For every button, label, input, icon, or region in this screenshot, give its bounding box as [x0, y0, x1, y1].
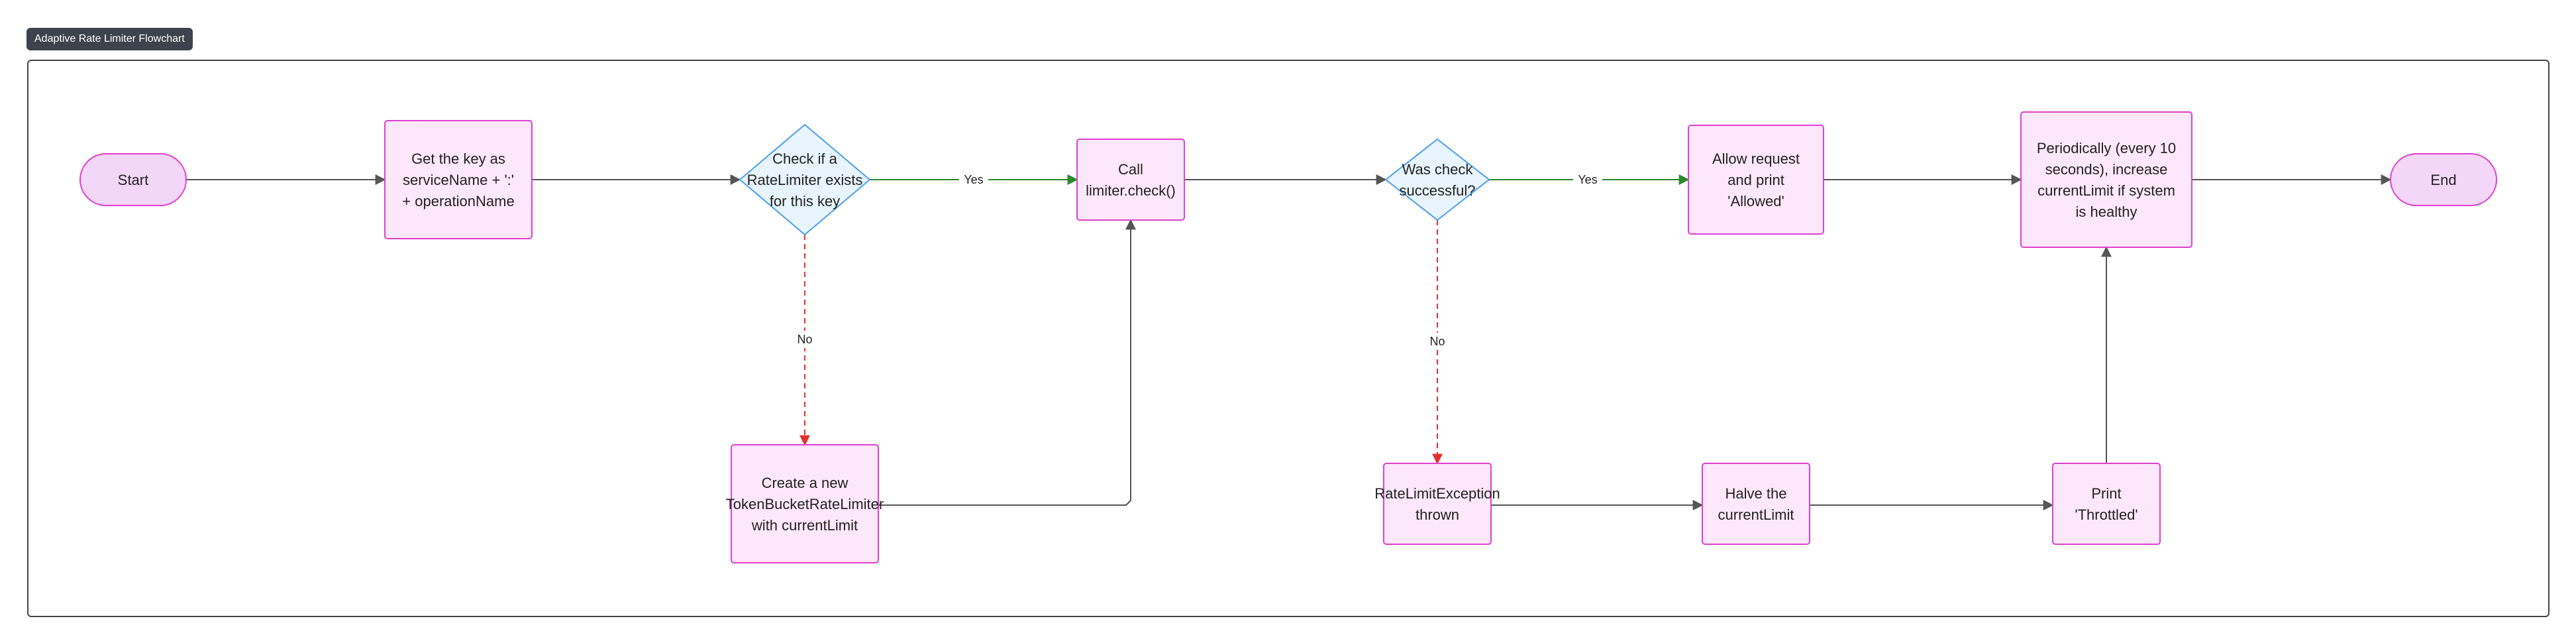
node-label-line: is healthy: [2076, 204, 2138, 220]
node-call-check: Call limiter.check(): [1076, 139, 1185, 221]
node-get-key: Get the key as serviceName + ':' + operati…: [384, 120, 533, 239]
terminal-shape: [2390, 153, 2497, 206]
process-shape: [1383, 463, 1492, 545]
node-label-line: and print: [1727, 172, 1784, 188]
node-label-line: Check if a: [772, 150, 838, 167]
node-label-line: Was check: [1402, 161, 1474, 178]
nodes-layer: Start Get the key as serviceName + ':' + op…: [79, 111, 2497, 563]
node-label-line: currentLimit if system: [2037, 182, 2175, 199]
edge-label-yes: Yes: [964, 173, 983, 186]
node-label-line: seconds), increase: [2045, 161, 2168, 178]
node-label-line: Create a new: [762, 475, 849, 491]
node-label-line: serviceName + ':': [403, 172, 514, 188]
node-periodically: Periodically (every 10 seconds), increase…: [2020, 111, 2192, 248]
edge-label-no: No: [1429, 335, 1445, 348]
node-allow: Allow request and print 'Allowed': [1688, 125, 1824, 235]
node-label-line: Get the key as: [411, 150, 505, 167]
process-shape: [384, 120, 533, 239]
node-label-line: RateLimiter exists: [747, 172, 863, 188]
diagram-frame: [27, 60, 2550, 617]
decision-shape: [1385, 139, 1490, 221]
node-label-line: Start: [118, 172, 148, 188]
node-label-line: for this key: [770, 193, 840, 209]
decision-shape: [739, 124, 870, 235]
node-label-line: End: [2430, 172, 2456, 188]
node-label-line: limiter.check(): [1086, 182, 1176, 199]
node-print-throttled: Print 'Throttled': [2052, 463, 2161, 545]
node-check-exists: Check if a RateLimiter exists for this key: [739, 124, 870, 235]
terminal-shape: [79, 153, 187, 206]
diagram-title: Adaptive Rate Limiter Flowchart: [26, 28, 193, 50]
node-label-line: RateLimitException: [1374, 485, 1500, 502]
edge-label-background: [790, 331, 819, 348]
edge-label-background: [1573, 171, 1602, 188]
process-shape: [1076, 139, 1185, 221]
process-shape: [731, 444, 879, 563]
process-shape: [2020, 111, 2192, 248]
edge-label-yes: Yes: [1578, 173, 1597, 186]
node-halve: Halve the currentLimit: [1702, 463, 1810, 545]
edge-label-background: [1423, 333, 1452, 350]
node-label-line: Halve the: [1726, 485, 1787, 502]
process-shape: [2052, 463, 2161, 545]
node-label-line: 'Throttled': [2075, 506, 2138, 523]
node-label-line: TokenBucketRateLimiter: [726, 496, 884, 512]
node-label-line: 'Allowed': [1727, 193, 1784, 209]
node-start: Start: [79, 153, 187, 206]
node-was-successful: Was check successful?: [1385, 139, 1490, 221]
node-label-line: Allow request: [1712, 150, 1800, 167]
edge-label-background: [959, 171, 988, 188]
edge-label-no: No: [797, 333, 812, 346]
node-label-line: successful?: [1400, 182, 1476, 199]
process-shape: [1688, 125, 1824, 235]
node-label-line: Call: [1118, 161, 1143, 178]
node-label-line: currentLimit: [1718, 506, 1794, 523]
node-label-line: Print: [2091, 485, 2121, 502]
node-label-line: thrown: [1416, 506, 1459, 523]
node-end: End: [2390, 153, 2497, 206]
node-label-line: Periodically (every 10: [2037, 140, 2176, 156]
node-label-line: + operationName: [402, 193, 514, 209]
node-label-line: with currentLimit: [751, 517, 858, 534]
node-exception: RateLimitException thrown: [1374, 463, 1500, 545]
process-shape: [1702, 463, 1810, 545]
edge-create-new-to-call-check: [878, 219, 1136, 506]
